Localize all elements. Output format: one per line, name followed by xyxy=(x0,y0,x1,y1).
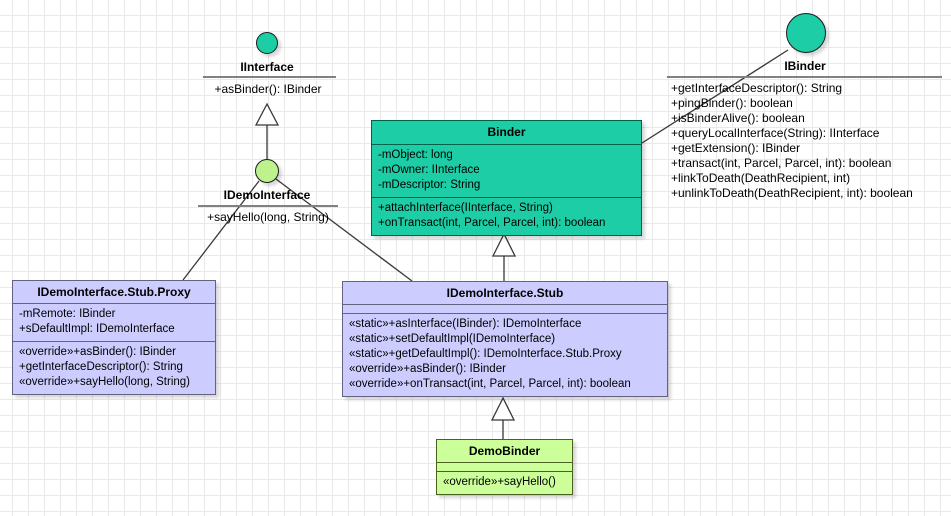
class-idemointerface-stub-proxy[interactable]: IDemoInterface.Stub.Proxy -mRemote: IBin… xyxy=(12,280,216,395)
ibinder-operation: +getInterfaceDescriptor(): String xyxy=(671,81,843,95)
ibinder-operation: +linkToDeath(DeathRecipient, int) xyxy=(671,171,851,185)
class-proxy-title: IDemoInterface.Stub.Proxy xyxy=(13,281,215,304)
ibinder-ball-icon[interactable] xyxy=(786,13,826,53)
class-binder-title: Binder xyxy=(372,121,641,145)
iinterface-operation: +asBinder(): IBinder xyxy=(214,82,322,96)
ibinder-operation: +isBinderAlive(): boolean xyxy=(671,111,805,125)
edge-stub-extends-binder[interactable] xyxy=(491,232,517,281)
ibinder-operation: +pingBinder(): boolean xyxy=(671,96,793,110)
ibinder-name: IBinder xyxy=(784,59,826,73)
uml-attribute-row: -mOwner: IInterface xyxy=(378,164,480,176)
iinterface-ball-icon[interactable] xyxy=(256,32,278,54)
edge-line xyxy=(182,180,260,281)
uml-method-row: «override»+sayHello(long, String) xyxy=(19,376,190,388)
iinterface-name: IInterface xyxy=(240,60,294,74)
ibinder-operation: +unlinkToDeath(DeathRecipient, int): boo… xyxy=(671,186,913,200)
uml-method-row: «override»+onTransact(int, Parcel, Parce… xyxy=(349,378,631,390)
edge-stub-realizes-idemointerface[interactable] xyxy=(275,178,413,282)
uml-attribute-row: +sDefaultImpl: IDemoInterface xyxy=(19,323,175,335)
uml-attribute-row: -mObject: long xyxy=(378,149,453,161)
idemointerface-divider xyxy=(198,205,338,207)
class-stub-attributes-empty xyxy=(343,305,667,314)
inheritance-arrow-icon xyxy=(491,232,517,257)
class-stub-title: IDemoInterface.Stub xyxy=(343,282,667,305)
uml-method-row: +onTransact(int, Parcel, Parcel, int): b… xyxy=(378,217,606,229)
edge-demobinder-extends-stub[interactable] xyxy=(490,396,516,439)
uml-method-row: «static»+asInterface(IBinder): IDemoInte… xyxy=(349,318,582,330)
class-proxy-methods: «override»+asBinder(): IBinder +getInter… xyxy=(13,342,215,394)
uml-method-row: «override»+sayHello() xyxy=(443,476,556,488)
inheritance-arrow-icon xyxy=(490,396,516,421)
edge-idemointerface-extends-iinterface[interactable] xyxy=(254,102,280,159)
class-binder-methods: +attachInterface(IInterface, String) +on… xyxy=(372,198,641,235)
uml-method-row: «static»+getDefaultImpl(): IDemoInterfac… xyxy=(349,348,622,360)
iinterface-divider xyxy=(203,76,336,78)
edge-line xyxy=(275,178,413,282)
class-idemointerface-stub[interactable]: IDemoInterface.Stub «static»+asInterface… xyxy=(342,281,668,397)
class-binder-attributes: -mObject: long -mOwner: IInterface -mDes… xyxy=(372,145,641,198)
uml-method-row: +getInterfaceDescriptor(): String xyxy=(19,361,183,373)
uml-method-row: +attachInterface(IInterface, String) xyxy=(378,202,553,214)
class-proxy-attributes: -mRemote: IBinder +sDefaultImpl: IDemoIn… xyxy=(13,304,215,342)
class-demobinder[interactable]: DemoBinder «override»+sayHello() xyxy=(436,439,573,495)
edge-line xyxy=(641,49,789,144)
uml-method-row: «override»+asBinder(): IBinder xyxy=(349,363,506,375)
uml-method-row: «static»+setDefaultImpl(IDemoInterface) xyxy=(349,333,556,345)
class-demobinder-attributes-empty xyxy=(437,463,572,472)
class-demobinder-title: DemoBinder xyxy=(437,440,572,463)
uml-method-row: «override»+asBinder(): IBinder xyxy=(19,346,176,358)
ibinder-operation: +transact(int, Parcel, Parcel, int): boo… xyxy=(671,156,892,170)
class-stub-methods: «static»+asInterface(IBinder): IDemoInte… xyxy=(343,314,667,396)
class-demobinder-methods: «override»+sayHello() xyxy=(437,472,572,494)
ibinder-operation: +queryLocalInterface(String): IInterface xyxy=(671,126,880,140)
uml-attribute-row: -mRemote: IBinder xyxy=(19,308,116,320)
uml-attribute-row: -mDescriptor: String xyxy=(378,179,481,191)
idemointerface-ball-icon[interactable] xyxy=(255,159,279,183)
class-binder[interactable]: Binder -mObject: long -mOwner: IInterfac… xyxy=(371,120,642,236)
edge-proxy-realizes-idemointerface[interactable] xyxy=(182,180,260,281)
idemointerface-name: IDemoInterface xyxy=(223,188,311,202)
ibinder-operations: +getInterfaceDescriptor(): String +pingB… xyxy=(671,81,947,201)
edge-binder-realizes-ibinder[interactable] xyxy=(641,49,789,144)
idemointerface-operation: +sayHello(long, String) xyxy=(207,210,329,224)
ibinder-divider xyxy=(667,76,942,78)
ibinder-operation: +getExtension(): IBinder xyxy=(671,141,801,155)
inheritance-arrow-icon xyxy=(254,102,280,126)
